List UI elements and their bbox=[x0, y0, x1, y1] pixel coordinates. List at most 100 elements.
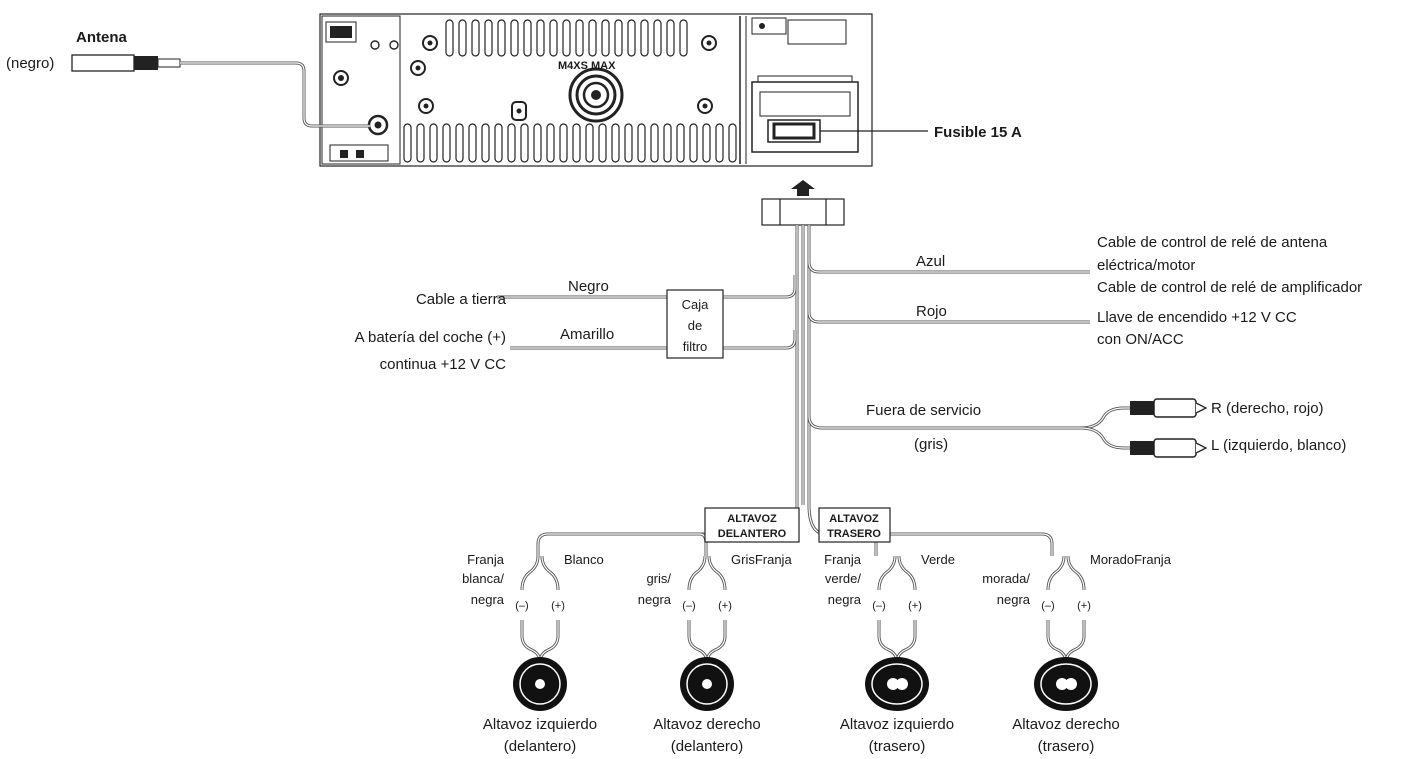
speaker-2: (–)(+)Altavoz derecho(delantero)gris/neg… bbox=[638, 552, 793, 755]
speaker-lead-neg bbox=[520, 620, 542, 663]
filter-box-line2: de bbox=[688, 318, 702, 333]
ground-wire-core bbox=[497, 275, 796, 298]
fin bbox=[663, 123, 672, 163]
front-speaker-group-box bbox=[704, 507, 800, 543]
fin bbox=[601, 19, 610, 57]
speaker-plus-terminal: (+) bbox=[1077, 600, 1091, 612]
speaker-pos-wire-core bbox=[1067, 555, 1085, 591]
rca-tip bbox=[1195, 402, 1208, 414]
speaker-pos-color: MoradoFranja bbox=[1090, 552, 1172, 567]
fin bbox=[728, 123, 737, 163]
rca-plugs bbox=[1130, 398, 1208, 458]
fin bbox=[572, 123, 581, 163]
speaker-pos-wire-core bbox=[541, 555, 559, 591]
fin bbox=[536, 19, 545, 57]
fin bbox=[458, 19, 467, 57]
fin bbox=[523, 19, 532, 57]
speaker-neg-wire-core bbox=[1047, 555, 1065, 591]
service-wire-r-core bbox=[808, 407, 1130, 429]
fin bbox=[520, 123, 529, 163]
fin bbox=[471, 19, 480, 57]
blue-label-line1: Cable de control de relé de antena bbox=[1097, 234, 1328, 251]
service-wire-color: (gris) bbox=[914, 436, 948, 453]
battery-wire-color: Amarillo bbox=[560, 326, 614, 343]
speaker-plus-terminal: (+) bbox=[718, 600, 732, 612]
heat-sink-fins-bottom bbox=[403, 123, 737, 163]
fin bbox=[546, 123, 555, 163]
red-wire bbox=[807, 311, 1090, 324]
fin bbox=[562, 19, 571, 57]
fin bbox=[481, 123, 490, 163]
fin bbox=[715, 123, 724, 163]
center-screw bbox=[568, 67, 624, 123]
red-label-line2: con ON/ACC bbox=[1097, 331, 1184, 348]
rca-tip bbox=[1195, 442, 1208, 454]
fuse-label: Fusible 15 A bbox=[934, 124, 1022, 141]
front-group-line2: DELANTERO bbox=[718, 528, 787, 540]
rca-body bbox=[1153, 438, 1197, 458]
speaker-minus-terminal: (–) bbox=[515, 600, 528, 612]
battery-wire bbox=[510, 330, 797, 350]
ground-wire bbox=[497, 275, 797, 299]
speaker-dome bbox=[1065, 678, 1077, 690]
harness-connector bbox=[761, 198, 845, 226]
fin bbox=[650, 123, 659, 163]
speaker-neg-color-2: blanca/ bbox=[462, 571, 504, 586]
speaker-dome bbox=[535, 679, 545, 689]
antenna-title: Antena bbox=[76, 29, 127, 46]
speaker-pos-wire-core bbox=[898, 555, 916, 591]
speaker-lead-pos bbox=[705, 620, 727, 663]
unit-model-label: M4XS MAX bbox=[558, 60, 616, 72]
speaker-neg-color-3: negra bbox=[828, 592, 862, 607]
speaker-plus-terminal: (+) bbox=[551, 600, 565, 612]
red-label-line1: Llave de encendido +12 V CC bbox=[1097, 309, 1297, 326]
speaker-lead-neg bbox=[687, 620, 709, 663]
speaker-dome bbox=[702, 679, 712, 689]
speakers: (–)(+)Altavoz izquierdo(delantero)Franja… bbox=[462, 552, 1172, 755]
fin bbox=[549, 19, 558, 57]
speaker-position: (trasero) bbox=[869, 738, 926, 755]
speaker-neg-color-2: morada/ bbox=[982, 571, 1030, 586]
fin bbox=[627, 19, 636, 57]
speaker-dome bbox=[896, 678, 908, 690]
speaker-lead-pos bbox=[538, 620, 560, 663]
speaker-position: (trasero) bbox=[1038, 738, 1095, 755]
rca-sleeve bbox=[1130, 441, 1154, 455]
battery-wire-core bbox=[510, 330, 796, 349]
speaker-lead-pos bbox=[1064, 620, 1086, 663]
speaker-neg-wire-core bbox=[878, 555, 896, 591]
speaker-ring bbox=[519, 663, 561, 705]
service-wire-label: Fuera de servicio bbox=[866, 402, 981, 419]
speaker-minus-terminal: (–) bbox=[872, 600, 885, 612]
blue-label-line2: eléctrica/motor bbox=[1097, 257, 1195, 274]
fuse bbox=[767, 119, 821, 143]
speaker-minus-terminal: (–) bbox=[1041, 600, 1054, 612]
speaker-neg-color-2: verde/ bbox=[825, 571, 862, 586]
speaker-name: Altavoz derecho bbox=[653, 716, 761, 733]
speaker-neg-color-3: negra bbox=[471, 592, 505, 607]
speaker-ring bbox=[686, 663, 728, 705]
speaker-position: (delantero) bbox=[504, 738, 577, 755]
rear-speaker-group-box bbox=[818, 507, 891, 543]
fin bbox=[702, 123, 711, 163]
fin bbox=[624, 123, 633, 163]
rear-group-line2: TRASERO bbox=[827, 528, 881, 540]
fin bbox=[637, 123, 646, 163]
fin bbox=[510, 19, 519, 57]
fin bbox=[559, 123, 568, 163]
speaker-pos-color: Blanco bbox=[564, 552, 604, 567]
speaker-4: (–)(+)Altavoz derecho(trasero)morada/neg… bbox=[982, 552, 1171, 755]
fin bbox=[575, 19, 584, 57]
speaker-dome bbox=[1056, 678, 1068, 690]
speaker-neg-color-2: gris/ bbox=[646, 571, 671, 586]
fin bbox=[533, 123, 542, 163]
filter-box-line3: filtro bbox=[683, 339, 708, 354]
speaker-neg-color-3: negra bbox=[638, 592, 672, 607]
blue-wire-color: Azul bbox=[916, 253, 945, 270]
fin bbox=[403, 123, 412, 163]
speaker-neg-wire bbox=[520, 555, 540, 591]
speaker-position: (delantero) bbox=[671, 738, 744, 755]
speaker-neg-wire-core bbox=[688, 555, 706, 591]
head-unit: M4XS MAX bbox=[319, 13, 928, 167]
